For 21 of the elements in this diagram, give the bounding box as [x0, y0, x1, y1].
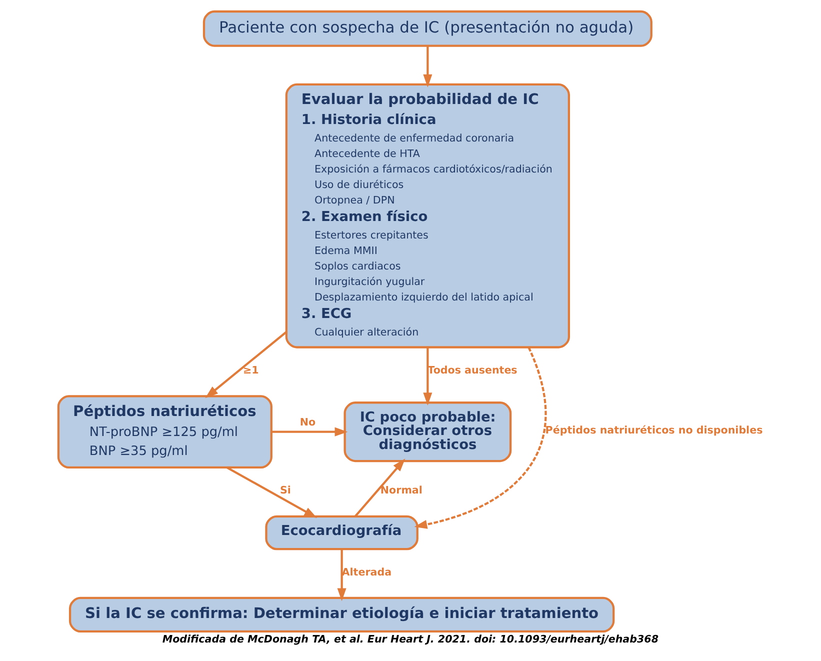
arrow [354, 458, 406, 518]
arrow [226, 466, 318, 518]
caption: Modificada de McDonagh TA, et al. Eur Heart J. 2021. doi: 10.1093/eurheartj/ehab368 [162, 633, 658, 646]
arrow [414, 346, 547, 529]
edge-label: No [300, 416, 316, 428]
node-box: Evaluar la probabilidad de IC 1. Historia clínica Antecedente de enfermedad coronaria Antecedente de HTA Exposición a fármacos cardiotóxicos/radiación Uso de diuréticos Ortopnea / DPN 2. Examen físico Estertores crepitantes Edema MMII Soplos cardiacos Ingurgitación yugular Desplazamiento izquierdo del latido apical 3. ECG Cualquier alteración [285, 83, 570, 348]
arrow [271, 427, 348, 436]
edge-label: Péptidos natriuréticos no disponibles [545, 424, 763, 437]
node-box: Paciente con sospecha de IC (presentación no aguda) [202, 10, 652, 47]
node-box: Péptidos natriuréticos NT-proBNP ≥125 pg/ml BNP ≥35 pg/ml [57, 395, 272, 469]
arrow [205, 331, 287, 398]
edge-label: Normal [380, 484, 422, 497]
edge-label: ≥1 [243, 364, 259, 377]
arrow [423, 46, 432, 88]
node-box: IC poco probable: Considerar otros diagnósticos [344, 402, 512, 462]
node-box: Ecocardiografía [265, 515, 418, 550]
arrow [337, 549, 346, 602]
edge-label: Todos ausentes [428, 364, 518, 377]
arrow [423, 348, 432, 406]
edge-label: Si [280, 484, 291, 497]
node-box: Si la IC se confirma: Determinar etiología e iniciar tratamiento [68, 596, 615, 633]
